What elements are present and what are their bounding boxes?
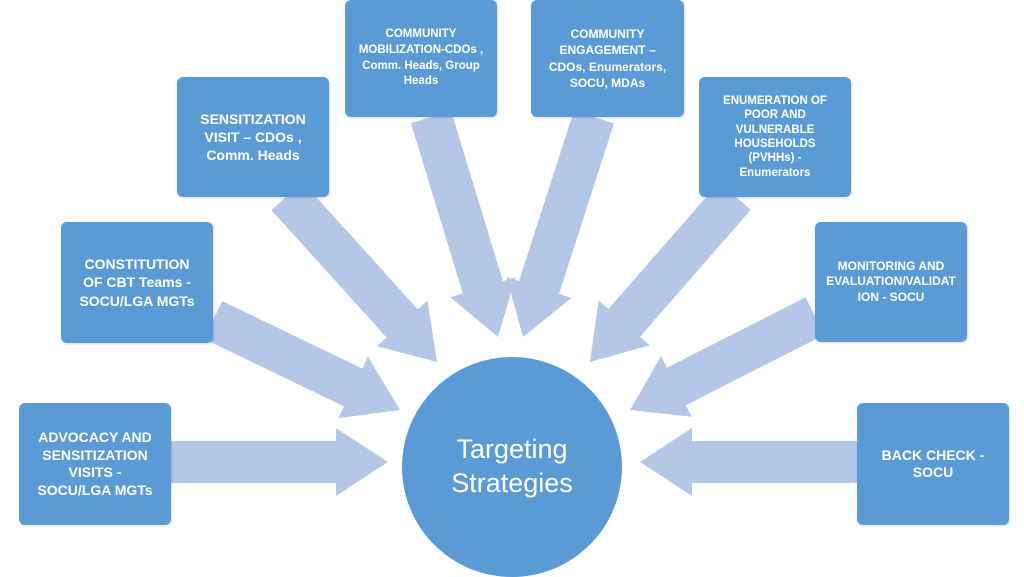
arrow-engagement [506,110,614,337]
arrow-mobilization [410,110,516,338]
arrow-backcheck [640,428,857,496]
box-enumeration-pvhhs: ENUMERATION OF POOR AND VULNERABLE HOUSE… [699,77,851,197]
arrow-monitoring [630,297,825,417]
box-advocacy-sensitization: ADVOCACY AND SENSITIZATION VISITS - SOCU… [19,403,171,525]
box-back-check: BACK CHECK - SOCU [857,403,1009,525]
box-sensitization-visit: SENSITIZATION VISIT – CDOs , Comm. Heads [177,77,329,197]
center-circle-targeting-strategies: Targeting Strategies [402,357,622,577]
arrow-advocacy [171,428,388,496]
arrow-enumeration [590,182,751,362]
box-monitoring-evaluation: MONITORING AND EVALUATION/VALIDAT ION - … [815,222,967,342]
arrow-sensitization [271,181,437,362]
box-community-mobilization: COMMUNITY MOBILIZATION-CDOs , Comm. Head… [345,0,497,117]
arrow-constitution [203,301,400,419]
box-community-engagement: COMMUNITY ENGAGEMENT – CDOs, Enumerators… [531,0,684,117]
box-constitution-cbt-teams: CONSTITUTION OF CBT Teams - SOCU/LGA MGT… [61,222,213,343]
